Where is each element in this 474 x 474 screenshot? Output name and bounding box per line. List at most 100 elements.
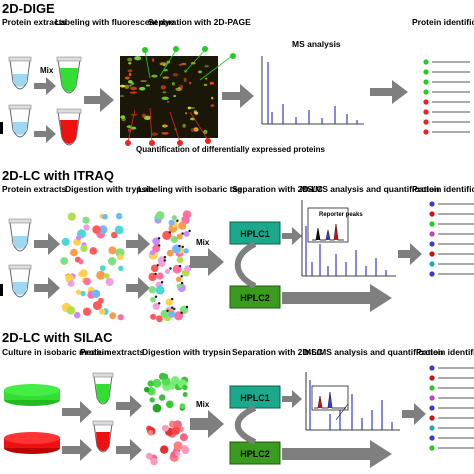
peptide-dot — [168, 310, 176, 318]
section-title-dige: 2D-DIGE — [2, 1, 55, 16]
gel-spot — [166, 100, 170, 103]
gel-spot — [204, 65, 209, 68]
peptide-dot — [108, 246, 117, 255]
peptide-dot — [166, 249, 174, 257]
peptide-dot — [78, 259, 84, 265]
red-extract-tube — [92, 420, 114, 453]
protein-bullet — [429, 445, 435, 451]
hplc-connector — [234, 241, 257, 289]
mix-label: Mix — [196, 238, 210, 247]
protein-bullet — [429, 241, 435, 247]
gel-spot — [164, 124, 167, 127]
arrow — [190, 410, 224, 438]
protein-bullet — [423, 129, 429, 135]
protein-bullet — [429, 271, 435, 277]
step-ms-analysis: MS analysis — [292, 39, 341, 49]
gel-spot — [121, 117, 126, 122]
protein-bullet — [429, 395, 435, 401]
gel-spot — [139, 86, 146, 91]
isobaric-tag — [166, 309, 169, 312]
gel-spot — [134, 56, 142, 61]
peptide-dot — [176, 233, 183, 240]
gel-spot — [151, 132, 159, 136]
hplc2-box: HPLC2 — [229, 441, 281, 465]
arrow — [84, 88, 114, 112]
red-culture-dish — [4, 432, 60, 454]
arrow — [126, 277, 150, 299]
peptide-dot — [168, 219, 175, 226]
isobaric-tag — [171, 306, 174, 309]
arrow — [282, 284, 392, 312]
arrow — [62, 439, 92, 461]
arrow — [190, 248, 224, 276]
peptide-dot — [152, 302, 160, 310]
peptide-dot — [83, 277, 91, 286]
red-peptide-cluster — [146, 420, 190, 466]
sample-tube-3 — [8, 218, 32, 252]
arrow — [282, 390, 302, 408]
peptide-dot — [156, 272, 164, 280]
arrow — [398, 243, 422, 265]
peptide-dot — [92, 301, 102, 311]
peptide-dot — [83, 224, 90, 231]
isobaric-tag — [168, 231, 171, 234]
peptide-dot — [82, 307, 92, 316]
peptide-dot — [98, 225, 108, 234]
peptide-dot — [160, 309, 169, 318]
isobaric-tag — [178, 264, 182, 268]
peptide-dot — [161, 424, 169, 432]
peptide-dot — [158, 394, 166, 401]
green-culture-dish — [4, 384, 60, 406]
green-labeled-tube — [56, 56, 82, 94]
mix-label: Mix — [40, 66, 54, 75]
gel-spot — [178, 63, 183, 66]
arrow — [126, 233, 150, 255]
gel-spot — [203, 129, 208, 134]
msms-spectrum-3 — [305, 372, 400, 431]
gel-spot — [203, 83, 208, 86]
gel-spot — [161, 132, 169, 135]
step-separation-2dlc: Separation with 2D-LC — [232, 347, 323, 357]
peptide-cluster — [60, 212, 125, 266]
isobaric-tag — [181, 245, 184, 248]
gel-spot — [131, 82, 134, 85]
protein-bullet — [429, 261, 435, 267]
peptide-dot — [161, 376, 171, 386]
peptide-dot — [176, 256, 184, 264]
arrow — [222, 84, 254, 108]
peptide-dot — [80, 244, 88, 253]
protein-bullet — [423, 79, 429, 85]
peptide-dot — [150, 264, 159, 273]
peptide-dot — [175, 450, 181, 456]
peptide-dot — [179, 403, 186, 409]
gel-spot — [185, 112, 188, 115]
gel-spot — [124, 76, 130, 80]
isobaric-tag — [160, 281, 164, 284]
peptide-dot — [152, 403, 162, 413]
peptide-dot — [179, 433, 188, 442]
peptide-dot — [147, 380, 154, 387]
peptide-dot — [176, 283, 182, 289]
peptide-dot — [148, 272, 157, 282]
peptide-dot — [82, 216, 90, 224]
side-mark — [0, 284, 3, 296]
peptide-dot — [183, 231, 190, 237]
step-msms: MS/MS analysis and quantification — [300, 184, 439, 194]
sample-tube-2 — [8, 104, 32, 138]
gel-spot — [130, 86, 138, 91]
hplc1-box: HPLC1 — [229, 385, 281, 409]
peptide-dot — [102, 213, 108, 220]
identification-list-1 — [423, 59, 470, 135]
gel-spot — [173, 95, 177, 97]
protein-bullet — [429, 201, 435, 207]
hplc-connector — [234, 405, 257, 445]
gel-spot — [162, 91, 167, 94]
arrow — [370, 80, 408, 104]
protein-bullet — [429, 231, 435, 237]
peptide-dot — [117, 254, 124, 261]
peptide-dot — [92, 225, 101, 234]
gel-spot — [128, 72, 132, 77]
reporter-label: Reporter peaks — [319, 212, 363, 218]
isobaric-tag — [180, 281, 184, 285]
